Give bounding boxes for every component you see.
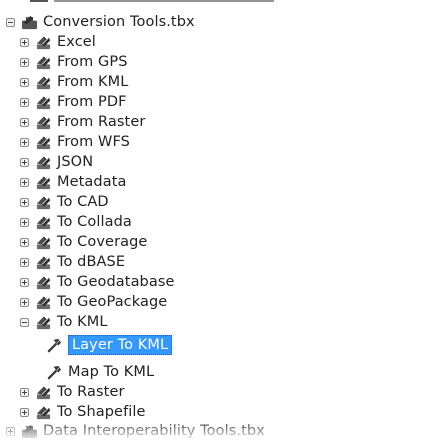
toolset-to-geopackage[interactable]: To GeoPackage bbox=[20, 292, 167, 312]
toolset-icon bbox=[35, 384, 52, 401]
toolset-json[interactable]: JSON bbox=[20, 152, 93, 172]
expand-icon[interactable] bbox=[20, 297, 29, 307]
expand-icon[interactable] bbox=[20, 217, 29, 227]
scrolled-row-remnant bbox=[0, 0, 421, 8]
expand-icon[interactable] bbox=[20, 257, 29, 267]
toolset-from-gps[interactable]: From GPS bbox=[20, 52, 128, 72]
tool-label: Layer To KML bbox=[68, 335, 173, 355]
toolset-label: To Raster bbox=[57, 384, 125, 400]
toolset-icon bbox=[35, 134, 52, 151]
hammer-icon bbox=[46, 337, 63, 354]
toolset-icon bbox=[35, 114, 52, 131]
expand-icon[interactable] bbox=[20, 387, 29, 397]
toolbox-root[interactable]: Conversion Tools.tbx bbox=[6, 12, 195, 32]
toolbox-label: Conversion Tools.tbx bbox=[43, 14, 195, 30]
toolset-label: From WFS bbox=[57, 134, 130, 150]
toolset-label: From GPS bbox=[57, 54, 128, 70]
tool-label: Map To KML bbox=[68, 364, 155, 380]
toolset-icon bbox=[35, 404, 52, 421]
toolset-icon bbox=[35, 34, 52, 51]
toolset-metadata[interactable]: Metadata bbox=[20, 172, 126, 192]
expand-icon[interactable] bbox=[20, 197, 29, 207]
toolset-icon bbox=[35, 314, 52, 331]
toolset-label: To Coverage bbox=[57, 234, 148, 250]
toolset-label: To GeoPackage bbox=[57, 294, 168, 310]
toolset-to-kml[interactable]: To KML bbox=[20, 312, 108, 332]
toolset-icon bbox=[35, 234, 52, 251]
toolset-label: To dBASE bbox=[57, 254, 126, 270]
expand-icon[interactable] bbox=[20, 407, 29, 417]
toolset-to-collada[interactable]: To Collada bbox=[20, 212, 132, 232]
toolset-label: To Collada bbox=[57, 214, 132, 230]
hammer-icon bbox=[46, 364, 63, 381]
toolset-to-coverage[interactable]: To Coverage bbox=[20, 232, 147, 252]
toolbox-icon bbox=[21, 14, 38, 31]
toolset-label: From Raster bbox=[57, 114, 146, 130]
toolset-icon bbox=[35, 194, 52, 211]
toolset-label: JSON bbox=[57, 154, 94, 170]
toolset-icon bbox=[35, 54, 52, 71]
expand-icon[interactable] bbox=[20, 37, 29, 47]
expand-icon[interactable] bbox=[20, 277, 29, 287]
toolset-from-wfs[interactable]: From WFS bbox=[20, 132, 130, 152]
toolset-label: To Geodatabase bbox=[57, 274, 175, 290]
toolset-from-kml[interactable]: From KML bbox=[20, 72, 128, 92]
toolset-from-pdf[interactable]: From PDF bbox=[20, 92, 127, 112]
expand-icon[interactable] bbox=[20, 237, 29, 247]
expand-icon[interactable] bbox=[20, 137, 29, 147]
toolbox-data-interoperability[interactable]: Data Interoperability Tools.tbx bbox=[6, 424, 265, 438]
tool-map-to-kml[interactable]: Map To KML bbox=[46, 362, 154, 382]
expand-icon[interactable] bbox=[20, 77, 29, 87]
toolset-icon bbox=[35, 214, 52, 231]
expand-icon[interactable] bbox=[20, 157, 29, 167]
toolset-to-dbase[interactable]: To dBASE bbox=[20, 252, 125, 272]
toolset-label: To Shapefile bbox=[57, 404, 146, 420]
toolset-to-geodatabase[interactable]: To Geodatabase bbox=[20, 272, 175, 292]
toolset-icon bbox=[35, 254, 52, 271]
toolset-label: To KML bbox=[57, 314, 108, 330]
toolset-excel[interactable]: Excel bbox=[20, 32, 96, 52]
toolset-icon bbox=[35, 274, 52, 291]
toolset-label: From PDF bbox=[57, 94, 127, 110]
toolset-to-shapefile[interactable]: To Shapefile bbox=[20, 402, 146, 422]
toolbox-icon bbox=[21, 424, 38, 438]
toolbox-label: Data Interoperability Tools.tbx bbox=[43, 424, 265, 438]
toolset-label: To CAD bbox=[57, 194, 109, 210]
toolset-label: From KML bbox=[57, 74, 129, 90]
toolset-icon bbox=[35, 154, 52, 171]
expand-icon[interactable] bbox=[20, 177, 29, 187]
collapse-icon[interactable] bbox=[20, 317, 29, 327]
toolset-icon bbox=[35, 94, 52, 111]
toolset-icon bbox=[35, 74, 52, 91]
collapse-icon[interactable] bbox=[6, 17, 15, 27]
expand-icon[interactable] bbox=[20, 117, 29, 127]
expand-icon[interactable] bbox=[20, 97, 29, 107]
tool-layer-to-kml[interactable]: Layer To KML bbox=[46, 335, 173, 355]
toolset-from-raster[interactable]: From Raster bbox=[20, 112, 145, 132]
toolset-label: Excel bbox=[57, 34, 96, 50]
toolset-to-cad[interactable]: To CAD bbox=[20, 192, 109, 212]
expand-icon[interactable] bbox=[20, 57, 29, 67]
expand-icon[interactable] bbox=[6, 426, 15, 436]
toolset-to-raster[interactable]: To Raster bbox=[20, 382, 125, 402]
toolset-icon bbox=[35, 174, 52, 191]
toolset-label: Metadata bbox=[57, 174, 127, 190]
toolset-icon bbox=[35, 294, 52, 311]
